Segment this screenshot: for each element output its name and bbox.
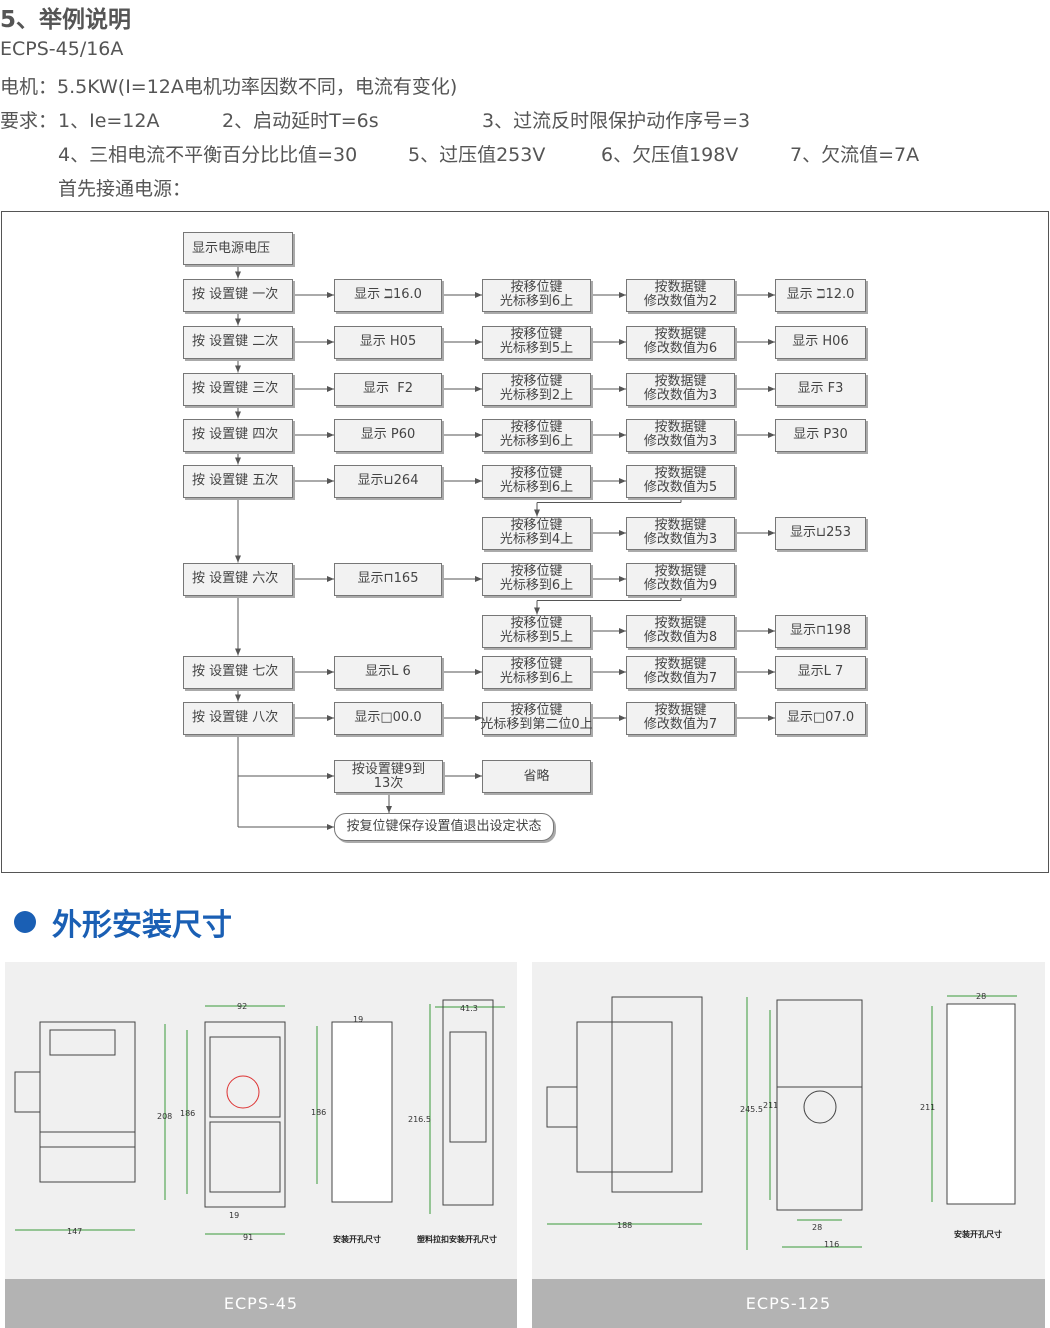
flow-step-box: 显示 P60 <box>334 418 442 452</box>
flow-step-box: 按数据键 修改数值为3 <box>626 418 735 452</box>
flow-step-box: 按 设置键 七次 <box>183 655 293 689</box>
flow-step-box: 按移位键 光标移到第二位0上 <box>480 701 593 735</box>
drawing-panel-ecps45: 147 208 186 92 19 91 186 19 216.5 41.3 安… <box>5 962 517 1328</box>
flow-step-box: 显示电源电压 <box>183 232 293 265</box>
dim-label: 211 <box>763 1101 778 1110</box>
dim-label: 116 <box>824 1240 839 1249</box>
dim-label: 92 <box>237 1002 247 1011</box>
dim-label: 28 <box>812 1223 822 1232</box>
dimensions-section-header: 外形安装尺寸 <box>14 900 232 944</box>
drawing-panel-ecps125: 188 245.5 211 28 116 211 28 安装开孔尺寸 ECPS-… <box>532 962 1045 1328</box>
flow-step-box: 按移位键 光标移到5上 <box>482 614 591 648</box>
dim-label: 188 <box>617 1221 632 1230</box>
flow-step-box: 按移位键 光标移到6上 <box>482 278 591 312</box>
flow-step-box: 按移位键 光标移到2上 <box>482 372 591 406</box>
flow-step-box: 按 设置键 三次 <box>183 372 293 406</box>
ecps45-dimension-drawing: 147 208 186 92 19 91 186 19 216.5 41.3 安… <box>14 999 505 1244</box>
dim-label: 186 <box>180 1109 195 1118</box>
flow-step-box: 显示⊔264 <box>334 464 442 498</box>
flow-step-box: 显示⊓165 <box>334 562 442 596</box>
dim-label: 28 <box>976 992 986 1001</box>
flow-step-box: 显示 H06 <box>775 325 866 359</box>
flow-step-box: 显示 F3 <box>775 372 866 406</box>
flow-step-box: 显示 P30 <box>775 418 866 452</box>
flow-step-box: 省略 <box>482 760 591 793</box>
model-text: ECPS-45/16A <box>0 38 124 60</box>
requirement-7: 7、欠流值=7A <box>790 144 920 166</box>
flow-step-box: 按 设置键 四次 <box>183 418 293 452</box>
caption-plastic-clip-hole: 塑料拉扣安装开孔尺寸 <box>417 1234 497 1244</box>
flow-step-box: 按 设置键 一次 <box>183 278 293 312</box>
flow-step-box: 显示 ℶ16.0 <box>334 278 442 312</box>
dim-label: 41.3 <box>460 1004 478 1013</box>
flow-step-box: 显示 F2 <box>334 372 442 406</box>
flow-step-box: 按 设置键 八次 <box>183 701 293 735</box>
dim-label: 211 <box>920 1103 935 1112</box>
flow-step-box: 按数据键 修改数值为3 <box>626 516 735 550</box>
caption-mounting-hole: 安装开孔尺寸 <box>954 1229 1002 1239</box>
flow-step-box: 显示□07.0 <box>775 701 866 735</box>
requirement-4: 4、三相电流不平衡百分比比值=30 <box>58 144 358 166</box>
flow-step-box: 按移位键 光标移到6上 <box>482 418 591 452</box>
section-title: 外形安装尺寸 <box>52 908 232 943</box>
requirements-label: 要求： <box>0 110 58 132</box>
flow-step-box: 按移位键 光标移到6上 <box>482 464 591 498</box>
requirement-5: 5、过压值253V <box>408 144 546 166</box>
dim-label: 147 <box>67 1227 82 1236</box>
flow-step-box: 显示□00.0 <box>334 701 442 735</box>
flow-step-box: 按数据键 修改数值为5 <box>626 464 735 498</box>
flow-step-box: 按数据键 修改数值为6 <box>626 325 735 359</box>
flow-step-box: 按移位键 光标移到5上 <box>482 325 591 359</box>
flow-step-box: 按设置键9到 13次 <box>334 760 443 793</box>
first-power-text: 首先接通电源： <box>58 178 192 200</box>
caption-mounting-hole: 安装开孔尺寸 <box>333 1234 381 1244</box>
dim-label: 208 <box>157 1112 172 1121</box>
flow-step-box: 按数据键 修改数值为2 <box>626 278 735 312</box>
flow-step-box: 按复位键保存设置值退出设定状态 <box>334 813 554 841</box>
flow-step-box: 按移位键 光标移到4上 <box>482 516 591 550</box>
requirement-2: 2、启动延时T=6s <box>222 110 379 132</box>
model-label-bar: ECPS-125 <box>532 1279 1045 1328</box>
dim-label: 186 <box>311 1108 326 1117</box>
flow-step-box: 按数据键 修改数值为7 <box>626 701 735 735</box>
requirement-6: 6、欠压值198V <box>601 144 739 166</box>
flow-step-box: 显示 ℶ12.0 <box>775 278 866 312</box>
requirement-3: 3、过流反时限保护动作序号=3 <box>482 110 751 132</box>
flow-step-box: 按 设置键 五次 <box>183 464 293 498</box>
flow-step-box: 按数据键 修改数值为9 <box>626 562 735 596</box>
flow-step-box: 按数据键 修改数值为7 <box>626 655 735 689</box>
model-label-bar: ECPS-45 <box>5 1279 517 1328</box>
motor-text: 电机：5.5KW(I=12A电机功率因数不同，电流有变化) <box>0 76 458 98</box>
flow-step-box: 按移位键 光标移到6上 <box>482 655 591 689</box>
section-heading: 5、举例说明 <box>0 7 132 33</box>
flow-step-box: 显示⊓198 <box>775 614 866 648</box>
ecps125-dimension-drawing: 188 245.5 211 28 116 211 28 安装开孔尺寸 <box>546 992 1017 1250</box>
dim-label: 91 <box>243 1233 253 1242</box>
flow-step-box: 按数据键 修改数值为8 <box>626 614 735 648</box>
flow-step-box: 按 设置键 二次 <box>183 325 293 359</box>
requirement-1: 1、Ie=12A <box>58 110 160 132</box>
flow-step-box: 按移位键 光标移到6上 <box>482 562 591 596</box>
flow-step-box: 按 设置键 六次 <box>183 562 293 596</box>
flow-step-box: 显示L 6 <box>334 655 442 689</box>
flow-step-box: 显示L 7 <box>775 655 866 689</box>
bullet-icon <box>14 911 36 933</box>
flow-step-box: 按数据键 修改数值为3 <box>626 372 735 406</box>
dim-label: 216.5 <box>408 1115 431 1124</box>
flowchart-connectors <box>235 265 775 830</box>
flow-step-box: 显示⊔253 <box>775 516 866 550</box>
dim-label: 19 <box>229 1211 239 1220</box>
flow-step-box: 显示 H05 <box>334 325 442 359</box>
dim-label: 245.5 <box>740 1105 763 1114</box>
dim-label: 19 <box>353 1015 363 1024</box>
